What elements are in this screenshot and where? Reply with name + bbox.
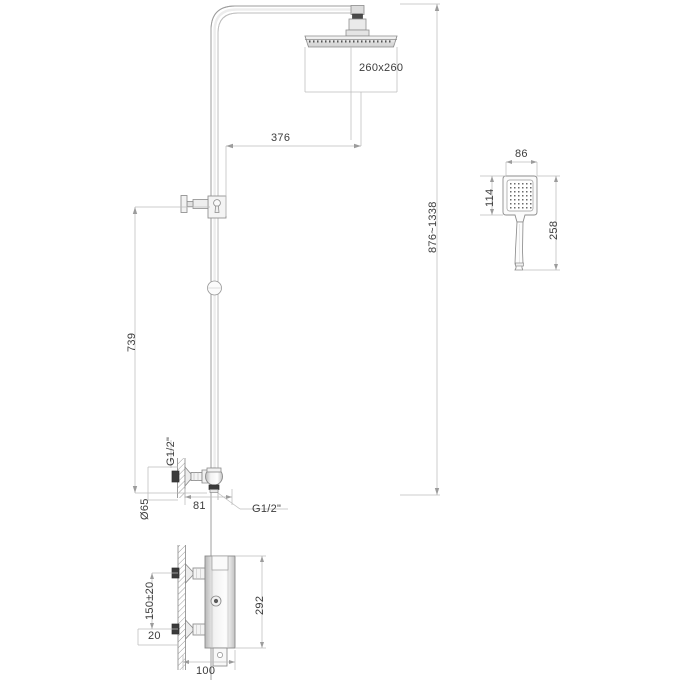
front-elevation-view <box>171 5 398 680</box>
dim-label-total-height: 876~1338 <box>427 201 439 253</box>
dim-label-wall-clearance: 20 <box>148 630 161 642</box>
dim-label-center-spacing: 150±20 <box>144 581 156 620</box>
front-view-dim-arrows <box>132 4 440 499</box>
side-section-dim-arrows <box>150 556 264 664</box>
front-view-dimension-lines <box>134 3 440 510</box>
dim-label-hand-shower-head-height: 114 <box>484 188 496 207</box>
dim-label-outlet-thread: G1/2" <box>252 503 282 515</box>
dim-label-wall-offset: 81 <box>193 500 206 512</box>
dim-label-body-height: 292 <box>254 595 266 615</box>
dim-label-body-depth: 100 <box>196 665 216 677</box>
side-section-dimension-lines <box>137 555 266 670</box>
dim-label-flange-diameter: Ø65 <box>139 498 151 520</box>
dim-label-reach: 376 <box>271 132 291 144</box>
dim-label-rail-height: 739 <box>126 332 138 352</box>
hand-shower-dim-arrows <box>490 160 558 270</box>
dim-label-head-size: 260x260 <box>359 62 404 74</box>
side-section-view <box>171 545 236 670</box>
dim-label-hand-shower-width: 86 <box>515 148 528 160</box>
hand-shower-dimension-lines <box>480 161 560 271</box>
dim-label-inlet-thread: G1/2" <box>165 436 177 466</box>
hand-shower-detail-view <box>502 175 538 271</box>
dim-label-hand-shower-total: 258 <box>548 220 560 240</box>
